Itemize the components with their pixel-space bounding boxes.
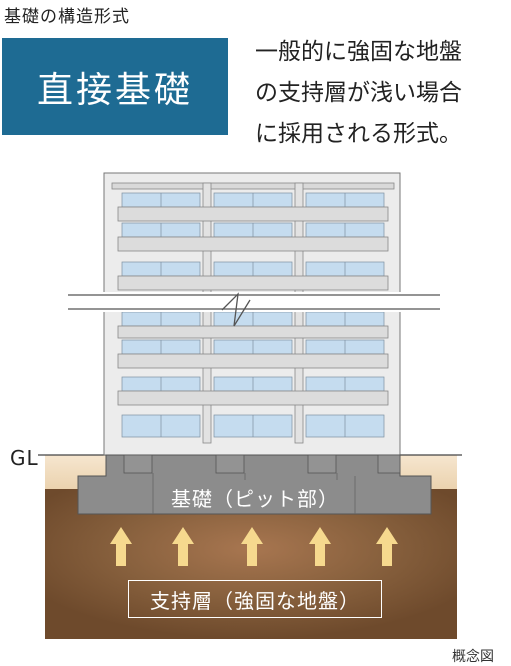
description-line: の支持層が浅い場合 xyxy=(255,80,462,106)
section-title: 基礎の構造形式 xyxy=(4,7,130,27)
concept-note: 概念図 xyxy=(452,649,494,665)
foundation-type-badge: 直接基礎 xyxy=(2,38,228,135)
upward-arrow-icon xyxy=(110,527,398,566)
bearing-layer-text: 支持層（強固な地盤） xyxy=(150,588,360,613)
foundation-pit xyxy=(77,454,432,515)
ground-level-label: GL xyxy=(10,446,39,470)
description-line: に採用される形式。 xyxy=(255,121,462,147)
foundation-type-label: 直接基礎 xyxy=(36,69,193,111)
balcony-slabs xyxy=(117,206,389,406)
bearing-layer-label: 支持層（強固な地盤） xyxy=(128,580,382,618)
break-line-icon xyxy=(60,292,450,327)
building-icon xyxy=(103,172,401,456)
description-text: 一般的に強固な地盤 の支持層が浅い場合 に採用される形式。 xyxy=(255,32,509,155)
foundation-pit-label: 基礎（ピット部） xyxy=(171,486,339,511)
description-line: 一般的に強固な地盤 xyxy=(255,39,462,65)
window-grid xyxy=(121,192,385,438)
